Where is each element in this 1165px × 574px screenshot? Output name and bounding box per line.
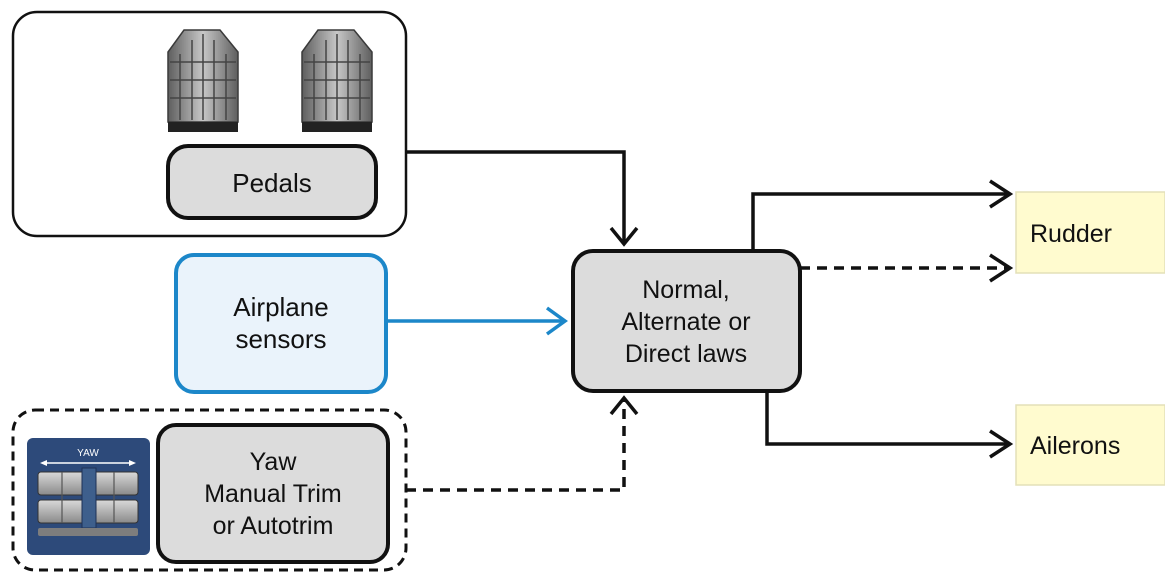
pedals-label: Pedals	[232, 168, 312, 198]
pedals-arrowhead	[609, 226, 639, 247]
trim-label-line3: or Autotrim	[213, 512, 334, 540]
trim-label-line1: Yaw	[250, 448, 298, 476]
trim-box	[156, 423, 390, 564]
trim-to-laws-connector	[406, 400, 626, 492]
trim-arrowhead	[609, 395, 639, 416]
sensors-label-line2: sensors	[235, 324, 326, 354]
pedal-icon	[301, 29, 373, 132]
rudder-box	[1015, 191, 1165, 274]
laws-label-line1: Normal,	[642, 276, 730, 304]
trim-panel-label: YAW	[77, 448, 99, 459]
sensors-arrowhead	[545, 306, 568, 336]
rudder-label: Rudder	[1030, 220, 1112, 248]
trim-panel-icon: YAW	[27, 438, 150, 555]
laws-label-line2: Alternate or	[621, 308, 750, 336]
rudder-arrowhead-solid	[989, 179, 1014, 209]
ailerons-label: Ailerons	[1030, 432, 1120, 460]
laws-box	[571, 249, 802, 393]
pedals-box	[166, 144, 378, 220]
pedal-icon	[167, 29, 239, 132]
pedals-to-laws-connector	[406, 150, 626, 242]
trim-label-line2: Manual Trim	[204, 480, 342, 508]
sensors-box	[174, 253, 388, 394]
ailerons-box	[1015, 404, 1165, 486]
laws-to-ailerons-connector	[765, 391, 1008, 446]
laws-to-rudder-connector	[751, 192, 1008, 251]
rudder-arrowhead-dashed	[989, 253, 1014, 283]
sensors-label-line1: Airplane	[233, 292, 328, 322]
ailerons-arrowhead	[989, 429, 1014, 459]
laws-label-line3: Direct laws	[625, 340, 747, 368]
